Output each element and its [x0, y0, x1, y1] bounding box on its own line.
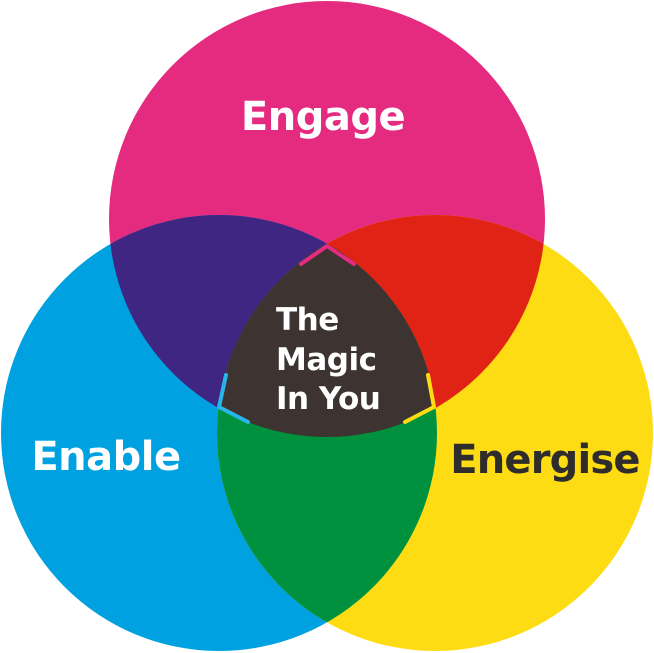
label-engage: Engage [241, 94, 405, 140]
label-enable: Enable [31, 434, 180, 480]
center-text-line-1: The [276, 302, 339, 338]
accent-mark-left [217, 373, 250, 424]
accent-mark-right [403, 373, 436, 424]
accent-mark-top [299, 244, 356, 266]
center-text-line-3: In You [276, 381, 380, 417]
center-text-line-2: Magic [276, 342, 376, 378]
label-energise: Energise [450, 437, 640, 483]
